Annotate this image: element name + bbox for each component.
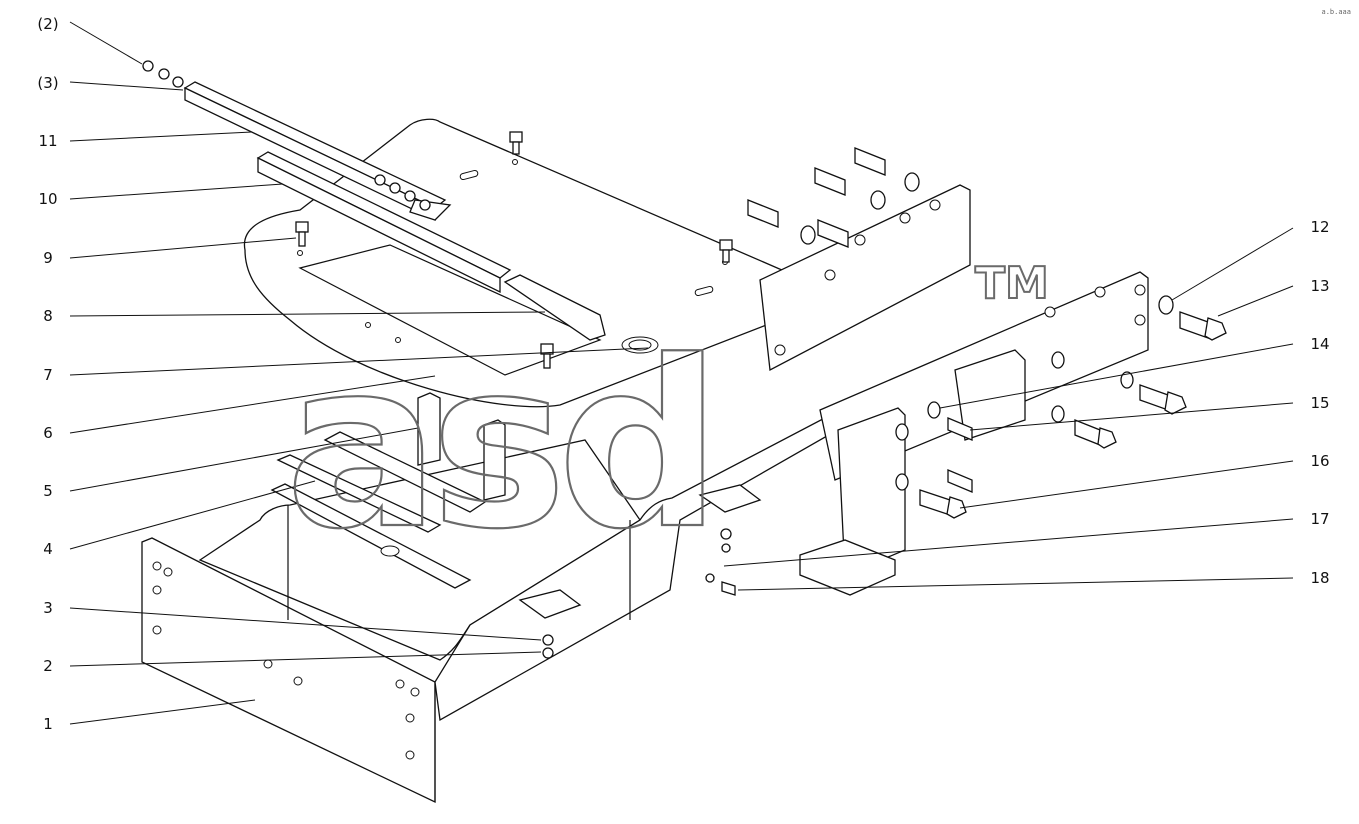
callout-label: 5	[43, 482, 53, 500]
callout-label: 7	[43, 366, 53, 384]
nut-washer-icon	[142, 60, 431, 211]
bolt-13-icon	[747, 147, 1227, 519]
callout-label: (2)	[37, 15, 59, 33]
watermark-text: asd	[285, 313, 712, 580]
callout-label: 1	[43, 715, 53, 733]
callout-label: 3	[43, 599, 53, 617]
watermark-tm: TM	[975, 258, 1049, 309]
bar-10	[256, 151, 606, 341]
callout-label: (3)	[37, 74, 59, 92]
callout-label: 17	[1310, 510, 1330, 528]
callout-label: 4	[43, 540, 53, 558]
small-fastener-icon	[542, 528, 736, 659]
callout-label: 16	[1310, 452, 1330, 470]
callout-label: 10	[38, 190, 58, 208]
stud-15-icon	[947, 417, 973, 493]
callout-label: 11	[38, 132, 58, 150]
leader-lines-right	[723, 227, 1294, 591]
bolt-top-icon	[509, 131, 733, 263]
callout-label: 8	[43, 307, 53, 325]
callout-label: 2	[43, 657, 53, 675]
corner-mark: a.b.aaa	[1321, 8, 1351, 16]
bolt-9-icon	[295, 221, 309, 247]
callout-label: 6	[43, 424, 53, 442]
callout-label: 18	[1310, 569, 1330, 587]
callout-label: 15	[1310, 394, 1330, 412]
callout-label: 14	[1310, 335, 1330, 353]
washer-12-icon	[800, 172, 1174, 491]
callout-label: 12	[1310, 218, 1330, 236]
rear-upright-left	[759, 184, 971, 372]
watermark: asd TM	[284, 257, 1050, 581]
callout-label: 13	[1310, 277, 1330, 295]
bolt-7-icon	[540, 343, 554, 369]
callout-label: 9	[43, 249, 53, 267]
leader-lines-left	[69, 21, 649, 725]
